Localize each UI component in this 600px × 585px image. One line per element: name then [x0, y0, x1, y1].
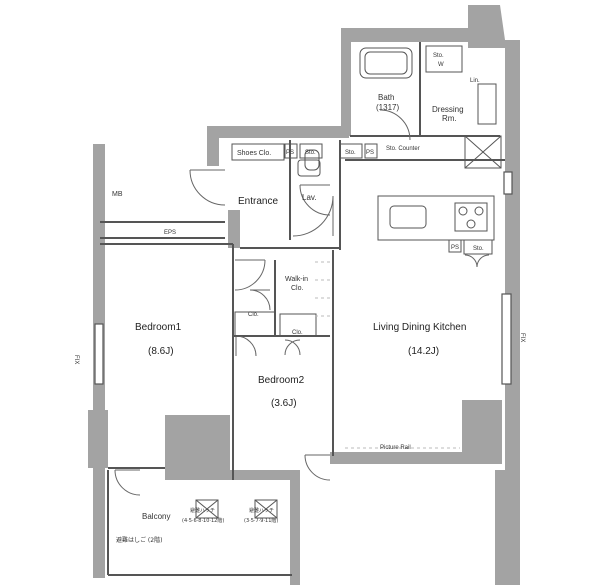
hatch-left-x2 — [195, 499, 219, 519]
windows — [94, 171, 513, 385]
clo2-box — [279, 313, 317, 337]
doors — [114, 109, 490, 496]
ldk-label: Living Dining Kitchen — [373, 322, 466, 333]
walkin-label-2: Clo. — [291, 285, 304, 292]
ps-label-1: PS — [286, 150, 294, 156]
burner-1 — [458, 206, 468, 216]
hatch-right-label-2: (3·5·7·9·11階) — [244, 517, 278, 524]
hatch-left-label-2: (4·5·6·8·10·12階) — [182, 517, 224, 524]
lin-label: Lin. — [470, 78, 480, 84]
walkin-door — [249, 289, 271, 311]
ps-label-3: PS — [451, 245, 459, 251]
balcony-door — [114, 469, 141, 496]
shoe-closet — [231, 143, 285, 161]
hatch-right — [254, 499, 278, 519]
hatch-left-label-1: 避難ハッチ — [190, 507, 215, 514]
dressing-door — [379, 109, 411, 141]
ldk-right-lower-wall — [462, 400, 502, 464]
walkin-label-1: Walk-in — [285, 276, 308, 283]
bathtub-inner — [364, 51, 408, 75]
picture-rail-label: Picture Rail — [380, 445, 411, 451]
burner-2 — [474, 206, 484, 216]
ldk-bottom-wall — [330, 452, 500, 464]
sto-counter-label: Sto. Counter — [386, 146, 420, 152]
sto-label-2: Sto. — [345, 150, 356, 156]
bath-label: Bath — [378, 93, 394, 102]
bedroom2-door — [235, 335, 257, 357]
sto-label-3: Sto. — [473, 246, 484, 252]
entry-door — [189, 169, 226, 206]
window-right-top — [503, 171, 513, 195]
mb-label: MB — [112, 191, 123, 198]
upper-left-wall — [207, 126, 349, 138]
lower-core-wall — [165, 415, 300, 585]
ladder-label: 避難はしご (2階) — [116, 536, 162, 544]
fixtures — [195, 45, 502, 519]
cooktop — [454, 202, 488, 232]
dressing-label-1: Dressing — [432, 105, 464, 114]
toilet — [304, 149, 320, 171]
window-left-label: FIX — [73, 355, 79, 364]
hatch-left — [195, 499, 219, 519]
exterior-walls — [88, 5, 520, 585]
bath-left-wall — [341, 28, 351, 136]
top-wall — [345, 28, 471, 42]
clo-box — [234, 311, 276, 337]
lav-door — [299, 184, 331, 216]
bathtub — [359, 47, 413, 79]
sto-w-label-2: W — [438, 62, 444, 68]
sto-box-1 — [299, 143, 323, 159]
ldk-area: (14.2J) — [408, 346, 439, 357]
window-left — [94, 323, 104, 385]
sto-w-label-1: Sto. — [433, 53, 444, 59]
sto-w-box — [425, 45, 463, 73]
right-pillar-wall — [468, 5, 520, 585]
clo-label-2: Clo. — [292, 330, 303, 336]
sto-box-2 — [339, 143, 363, 159]
bedroom2-closet-door — [284, 339, 301, 356]
clo-label-1: Clo. — [248, 312, 259, 318]
bedroom2-area: (3.6J) — [271, 398, 297, 409]
bedroom1-label: Bedroom1 — [135, 322, 182, 333]
washer-pan — [464, 135, 502, 169]
entrance-pillar — [228, 210, 240, 248]
ps-label-2: PS — [366, 150, 374, 156]
burner-3 — [466, 219, 476, 229]
ps-box-2 — [364, 143, 378, 159]
hatch-right-x2 — [254, 499, 278, 519]
kitchen-sink — [389, 205, 427, 229]
ps-box-3 — [448, 239, 462, 253]
lav-basin — [297, 159, 321, 177]
left-lower-wall — [88, 410, 108, 468]
bedroom1-area: (8.6J) — [148, 346, 174, 357]
bath-size: (1317) — [376, 103, 399, 112]
window-right-label: FIX — [519, 333, 525, 342]
entrance-left-wall — [207, 126, 219, 166]
sto-label-1: Sto. — [305, 150, 316, 156]
balcony-label: Balcony — [142, 512, 170, 521]
entrance-label: Entrance — [238, 196, 278, 207]
dressing-label-2: Rm. — [442, 114, 457, 123]
lav-label: Lav. — [302, 193, 317, 202]
ps-box-1 — [284, 143, 298, 159]
bedroom2-label: Bedroom2 — [258, 375, 305, 386]
hatch-right-label-1: 避難ハッチ — [249, 507, 274, 514]
vanity — [477, 83, 497, 125]
eps-label: EPS — [164, 230, 176, 236]
ldk-door — [292, 195, 334, 237]
shoes-closet-label: Shoes Clo. — [237, 150, 271, 157]
kitchen-counter — [377, 195, 495, 241]
sto-box-3 — [463, 239, 493, 255]
washer-x2 — [464, 135, 502, 169]
bedroom2-bottom-door — [304, 454, 331, 481]
sto-door — [464, 254, 490, 268]
bedroom1-door — [234, 259, 266, 291]
window-right — [501, 293, 512, 385]
walkin-pattern — [315, 261, 460, 449]
